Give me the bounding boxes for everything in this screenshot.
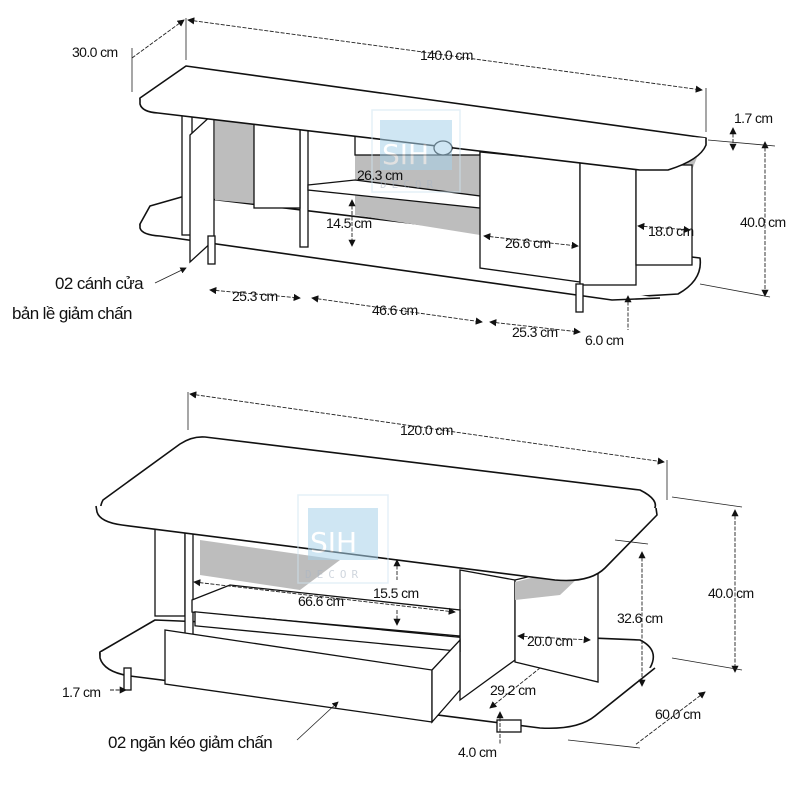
label-table-height: 40.0 cm (708, 585, 754, 601)
label-table-depth: 60.0 cm (655, 706, 701, 722)
svg-text:SIH: SIH (382, 138, 429, 171)
label-inner-depth: 29.2 cm (490, 682, 536, 698)
label-leg-height: 6.0 cm (585, 332, 623, 348)
label-center-bay: 46.6 cm (372, 302, 418, 318)
label-panel-thickness: 1.7 cm (62, 684, 100, 700)
label-side-open: 18.0 cm (648, 223, 694, 239)
tv-dimension-labels: 30.0 cm 140.0 cm 1.7 cm 40.0 cm 26.3 cm … (12, 44, 786, 348)
note-doors-line1: 02 cánh cửa (55, 274, 144, 293)
label-depth: 30.0 cm (72, 44, 118, 60)
tv-divider-left (299, 121, 309, 248)
label-shelf-gap: 15.5 cm (373, 585, 419, 601)
svg-text:SIH: SIH (310, 526, 357, 559)
label-height: 40.0 cm (740, 214, 786, 230)
tv-dimensions (131, 17, 776, 335)
label-right-bay: 25.3 cm (512, 324, 558, 340)
label-left-bay: 25.3 cm (232, 288, 278, 304)
table-dimension-labels: 120.0 cm 66.6 cm 15.5 cm 32.6 cm 40.0 cm… (62, 422, 754, 760)
label-top-thickness: 1.7 cm (734, 110, 772, 126)
label-shelf-gap: 14.5 cm (326, 215, 372, 231)
svg-text:DECOR: DECOR (305, 568, 363, 581)
tv-right-door[interactable] (479, 151, 581, 283)
label-side-open: 20.0 cm (527, 633, 573, 649)
watermark-logo-2: SIH DECOR (297, 494, 389, 584)
label-shelf-depth: 26.3 cm (357, 167, 403, 183)
watermark-logo: SIH DECOR (371, 109, 461, 193)
label-table-width: 120.0 cm (400, 422, 453, 438)
svg-text:DECOR: DECOR (380, 178, 438, 191)
table-dimensions (110, 391, 743, 749)
label-inner-height: 32.6 cm (617, 610, 663, 626)
label-shelf-width: 66.6 cm (298, 593, 344, 609)
note-drawers: 02 ngăn kéo giảm chấn (108, 733, 272, 752)
note-doors-line2: bản lề giảm chấn (12, 304, 132, 323)
label-door-width: 26.6 cm (505, 235, 551, 251)
label-width: 140.0 cm (420, 47, 473, 63)
label-leg-height: 4.0 cm (458, 744, 496, 760)
